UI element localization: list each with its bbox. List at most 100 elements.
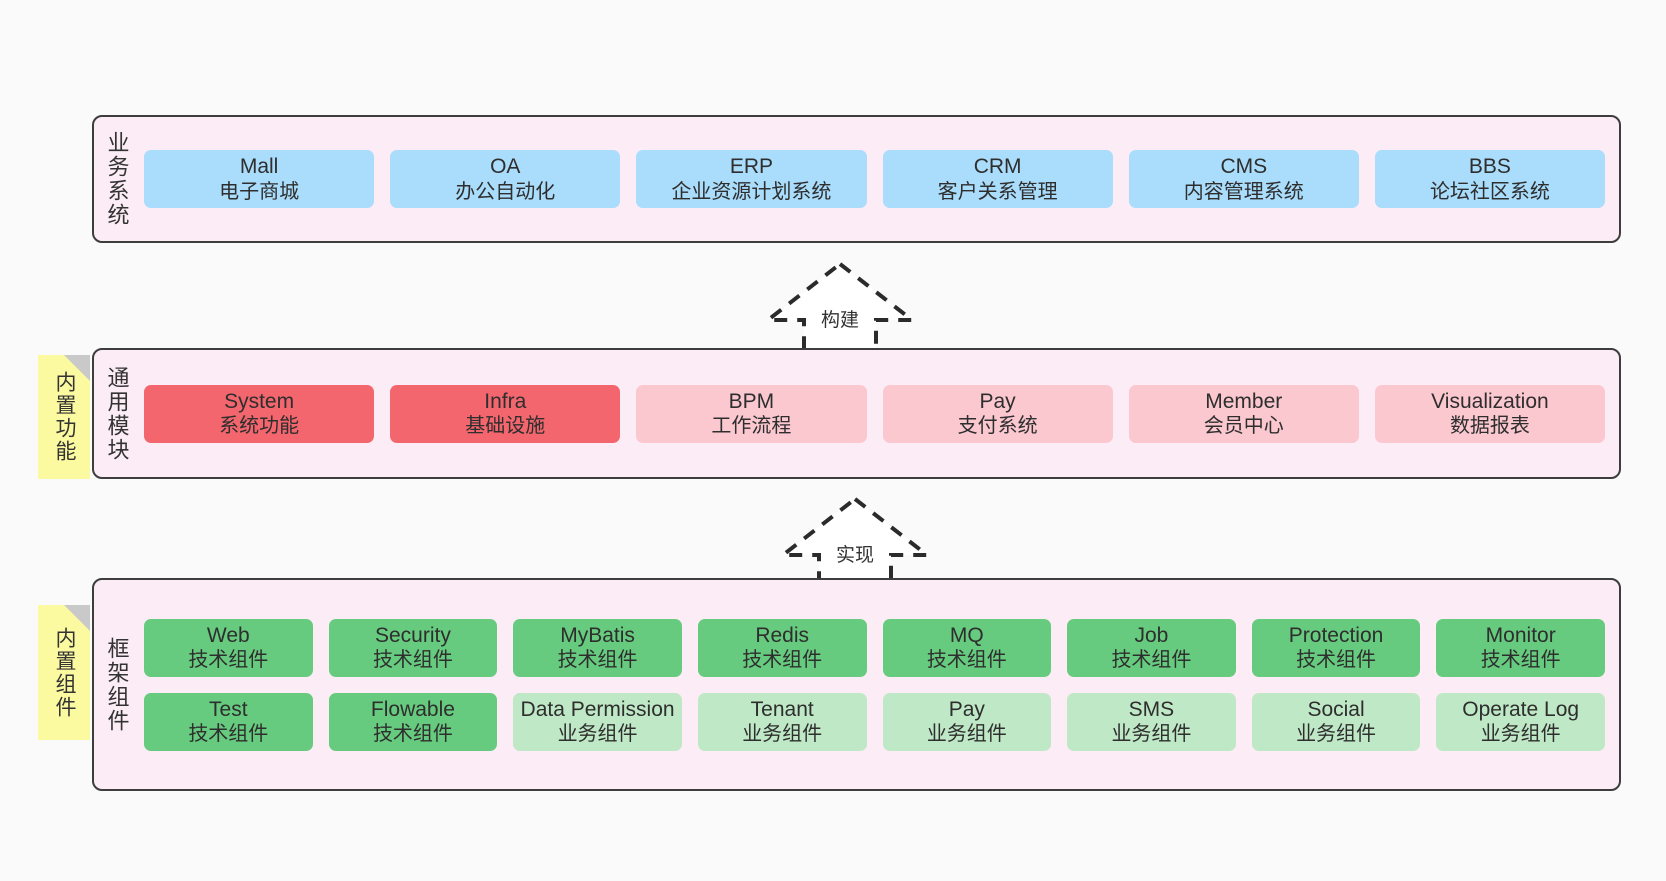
card-title: System xyxy=(224,389,295,413)
card-title: Pay xyxy=(948,697,985,721)
card-crm[interactable]: CRM 客户关系管理 xyxy=(882,150,1113,208)
card-subtitle: 技术组件 xyxy=(188,723,269,746)
card-operate-log[interactable]: Operate Log 业务组件 xyxy=(1436,692,1605,751)
card-monitor[interactable]: Monitor 技术组件 xyxy=(1436,618,1605,677)
layer-framework-components: 框架组件 Web 技术组件 Security 技术组件 MyBatis 技术组件… xyxy=(92,578,1621,791)
arrow-label: 构建 xyxy=(820,310,859,331)
card-mybatis[interactable]: MyBatis 技术组件 xyxy=(513,618,682,677)
sticky-note-builtin-features: 内置功能 xyxy=(38,355,90,479)
card-mall[interactable]: Mall 电子商城 xyxy=(144,150,375,208)
card-title: BPM xyxy=(728,389,775,413)
card-social[interactable]: Social 业务组件 xyxy=(1251,692,1421,751)
card-title: OA xyxy=(490,155,521,178)
arrow-label: 实现 xyxy=(835,545,874,566)
card-title: Mall xyxy=(239,155,279,178)
card-visualization[interactable]: Visualization 数据报表 xyxy=(1374,384,1606,443)
card-subtitle: 业务组件 xyxy=(1480,723,1561,746)
card-subtitle: 业务组件 xyxy=(926,723,1007,746)
card-row: Web 技术组件 Security 技术组件 MyBatis 技术组件 Redi… xyxy=(144,618,1605,677)
card-subtitle: 系统功能 xyxy=(219,415,300,438)
card-test[interactable]: Test 技术组件 xyxy=(144,692,313,751)
card-oa[interactable]: OA 办公自动化 xyxy=(390,150,621,208)
card-subtitle: 技术组件 xyxy=(557,649,638,672)
card-subtitle: 业务组件 xyxy=(1111,723,1192,746)
card-title: MyBatis xyxy=(560,623,635,647)
card-subtitle: 电子商城 xyxy=(219,180,300,203)
card-title: Visualization xyxy=(1431,389,1549,413)
layer-title-business: 业务系统 xyxy=(104,131,130,227)
card-title: Flowable xyxy=(370,697,455,721)
card-system[interactable]: System 系统功能 xyxy=(144,384,375,443)
card-subtitle: 企业资源计划系统 xyxy=(671,180,832,203)
card-subtitle: 会员中心 xyxy=(1203,415,1284,438)
layer-title-framework: 框架组件 xyxy=(104,636,130,733)
sticky-note-label: 内置功能 xyxy=(53,371,77,463)
card-bpm[interactable]: BPM 工作流程 xyxy=(636,384,867,443)
card-infra[interactable]: Infra 基础设施 xyxy=(390,384,621,443)
card-title: Web xyxy=(206,623,250,647)
card-flowable[interactable]: Flowable 技术组件 xyxy=(328,692,498,751)
card-subtitle: 技术组件 xyxy=(1111,649,1192,672)
card-title: Tenant xyxy=(750,697,814,721)
layer-body-business: Mall 电子商城 OA 办公自动化 ERP 企业资源计划系统 CRM 客户关系… xyxy=(140,117,1619,241)
card-row: System 系统功能 Infra 基础设施 BPM 工作流程 Pay 支付系统… xyxy=(144,384,1606,443)
card-title: CRM xyxy=(973,155,1022,178)
card-title: MQ xyxy=(949,623,984,647)
card-subtitle: 业务组件 xyxy=(557,723,638,746)
card-title: Social xyxy=(1307,697,1365,721)
card-subtitle: 技术组件 xyxy=(372,723,453,746)
card-subtitle: 技术组件 xyxy=(926,649,1007,672)
card-tenant[interactable]: Tenant 业务组件 xyxy=(697,692,867,751)
card-subtitle: 数据报表 xyxy=(1449,415,1530,438)
layer-body-common: System 系统功能 Infra 基础设施 BPM 工作流程 Pay 支付系统… xyxy=(140,350,1619,477)
card-title: Data Permission xyxy=(520,697,675,721)
card-mq[interactable]: MQ 技术组件 xyxy=(882,618,1052,677)
card-subtitle: 技术组件 xyxy=(742,649,823,672)
card-job[interactable]: Job 技术组件 xyxy=(1067,618,1236,677)
card-subtitle: 办公自动化 xyxy=(455,180,556,203)
card-title: CMS xyxy=(1220,155,1268,178)
layer-body-framework: Web 技术组件 Security 技术组件 MyBatis 技术组件 Redi… xyxy=(140,580,1619,789)
card-data-permission[interactable]: Data Permission 业务组件 xyxy=(513,692,682,751)
card-title: Test xyxy=(209,697,248,721)
card-title: Monitor xyxy=(1485,623,1556,647)
card-subtitle: 技术组件 xyxy=(1296,649,1377,672)
card-subtitle: 论坛社区系统 xyxy=(1429,180,1550,203)
card-row: Mall 电子商城 OA 办公自动化 ERP 企业资源计划系统 CRM 客户关系… xyxy=(144,150,1606,208)
card-erp[interactable]: ERP 企业资源计划系统 xyxy=(636,150,867,208)
layer-title-common: 通用模块 xyxy=(104,365,130,462)
card-subtitle: 技术组件 xyxy=(1480,649,1561,672)
card-member[interactable]: Member 会员中心 xyxy=(1128,384,1359,443)
sticky-note-builtin-components: 内置组件 xyxy=(38,605,90,740)
card-subtitle: 基础设施 xyxy=(465,415,546,438)
card-security[interactable]: Security 技术组件 xyxy=(328,618,498,677)
card-title: Operate Log xyxy=(1462,697,1580,721)
card-subtitle: 支付系统 xyxy=(957,415,1038,438)
card-web[interactable]: Web 技术组件 xyxy=(144,618,313,677)
card-subtitle: 技术组件 xyxy=(188,649,269,672)
card-subtitle: 内容管理系统 xyxy=(1183,180,1304,203)
layer-common-modules: 通用模块 System 系统功能 Infra 基础设施 BPM 工作流程 Pay… xyxy=(92,348,1621,479)
card-subtitle: 业务组件 xyxy=(742,723,823,746)
card-title: Pay xyxy=(979,389,1016,413)
card-title: Job xyxy=(1134,623,1169,647)
card-pay-module[interactable]: Pay 支付系统 xyxy=(882,384,1113,443)
card-title: Security xyxy=(375,623,451,647)
card-protection[interactable]: Protection 技术组件 xyxy=(1251,618,1421,677)
arrow-build: 构建 xyxy=(760,258,920,354)
card-subtitle: 技术组件 xyxy=(372,649,453,672)
card-title: Infra xyxy=(484,389,527,413)
layer-business-systems: 业务系统 Mall 电子商城 OA 办公自动化 ERP 企业资源计划系统 CRM… xyxy=(92,115,1621,243)
arrow-implement: 实现 xyxy=(775,493,935,589)
card-subtitle: 客户关系管理 xyxy=(937,180,1058,203)
card-redis[interactable]: Redis 技术组件 xyxy=(697,618,867,677)
card-sms[interactable]: SMS 业务组件 xyxy=(1067,692,1236,751)
card-bbs[interactable]: BBS 论坛社区系统 xyxy=(1374,150,1606,208)
card-title: ERP xyxy=(729,155,774,178)
card-title: Protection xyxy=(1288,623,1384,647)
card-title: Redis xyxy=(755,623,810,647)
card-cms[interactable]: CMS 内容管理系统 xyxy=(1128,150,1359,208)
card-title: BBS xyxy=(1468,155,1511,178)
card-pay-component[interactable]: Pay 业务组件 xyxy=(882,692,1052,751)
